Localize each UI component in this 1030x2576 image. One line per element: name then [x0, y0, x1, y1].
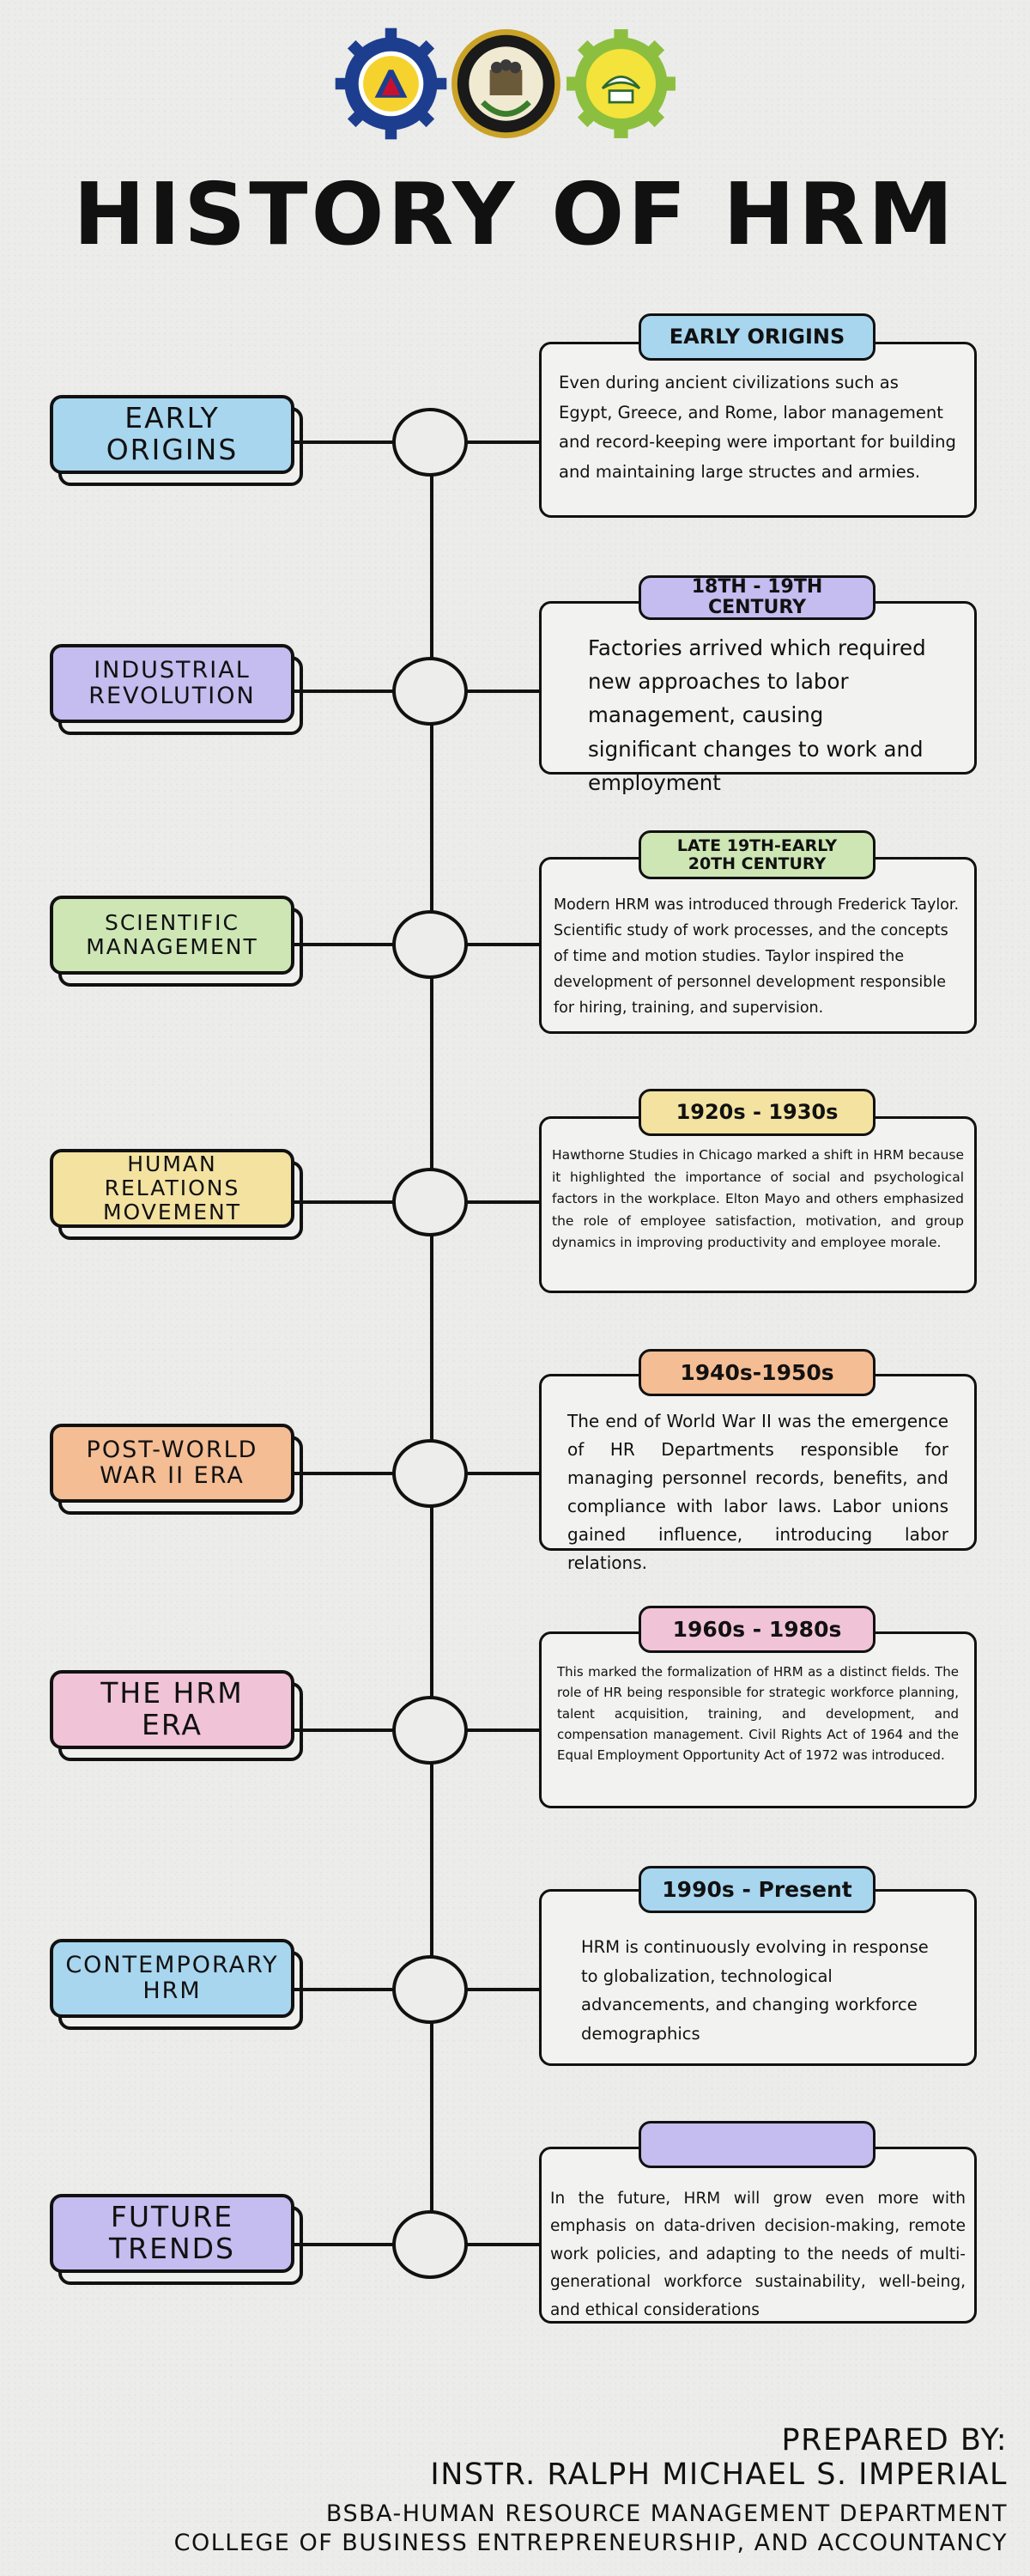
era-label-box: INDUSTRIAL REVOLUTION	[50, 644, 303, 735]
connector-line	[294, 1472, 394, 1475]
connector-line	[466, 1200, 541, 1204]
description-card: Even during ancient civilizations such a…	[539, 342, 977, 518]
era-label: EARLY ORIGINS	[50, 395, 294, 474]
connector-line	[466, 440, 541, 444]
period-pill	[639, 2121, 876, 2168]
description-card: Hawthorne Studies in Chicago marked a sh…	[539, 1116, 977, 1293]
timeline-node	[392, 910, 468, 979]
period-pill: 1940s-1950s	[639, 1349, 876, 1396]
era-label: HUMAN RELATIONS MOVEMENT	[50, 1149, 294, 1228]
era-label: SCIENTIFIC MANAGEMENT	[50, 896, 294, 975]
page-title: HISTORY OF HRM	[73, 164, 957, 264]
period-pill: LATE 19TH-EARLY 20TH CENTURY	[639, 830, 876, 879]
connector-line	[294, 2243, 394, 2246]
era-label-box: EARLY ORIGINS	[50, 395, 303, 486]
connector-line	[294, 1988, 394, 1991]
era-label: CONTEMPORARY HRM	[50, 1939, 294, 2018]
era-label-box: FUTURE TRENDS	[50, 2194, 303, 2285]
description-card: HRM is continuously evolving in response…	[539, 1889, 977, 2066]
era-label: FUTURE TRENDS	[50, 2194, 294, 2273]
era-label-box: CONTEMPORARY HRM	[50, 1939, 303, 2030]
connector-line	[466, 943, 541, 946]
connector-line	[466, 1472, 541, 1475]
era-label-box: THE HRM ERA	[50, 1670, 303, 1761]
connector-line	[466, 2243, 541, 2246]
timeline-node	[392, 1955, 468, 2024]
description-card: Modern HRM was introduced through Freder…	[539, 857, 977, 1034]
connector-line	[466, 690, 541, 693]
department-gear-logo	[563, 26, 679, 142]
connector-line	[294, 1200, 394, 1204]
timeline-node	[392, 657, 468, 726]
connector-line	[466, 1728, 541, 1732]
era-label-box: SCIENTIFIC MANAGEMENT	[50, 896, 303, 987]
era-label: POST-WORLD WAR II ERA	[50, 1424, 294, 1503]
period-pill: 18TH - 19TH CENTURY	[639, 575, 876, 620]
era-label: INDUSTRIAL REVOLUTION	[50, 644, 294, 723]
college-name: COLLEGE OF BUSINESS ENTREPRENEURSHIP, AN…	[173, 2530, 1008, 2556]
department-name: BSBA-HUMAN RESOURCE MANAGEMENT DEPARTMEN…	[325, 2500, 1008, 2527]
timeline-node	[392, 1168, 468, 1236]
timeline-node	[392, 1696, 468, 1765]
period-pill: EARLY ORIGINS	[639, 313, 876, 361]
college-seal-logo	[448, 26, 564, 142]
period-pill: 1960s - 1980s	[639, 1606, 876, 1653]
logo-row	[0, 26, 1030, 142]
connector-line	[294, 943, 394, 946]
timeline-spine	[430, 445, 433, 2261]
description-card: This marked the formalization of HRM as …	[539, 1631, 977, 1808]
connector-line	[466, 1988, 541, 1991]
prepared-by-label: PREPARED BY:	[781, 2423, 1008, 2458]
description-card: In the future, HRM will grow even more w…	[539, 2147, 977, 2324]
era-label: THE HRM ERA	[50, 1670, 294, 1749]
university-seal-logo	[333, 26, 449, 142]
period-pill: 1920s - 1930s	[639, 1089, 876, 1136]
era-label-box: POST-WORLD WAR II ERA	[50, 1424, 303, 1515]
period-pill: 1990s - Present	[639, 1866, 876, 1913]
description-card: Factories arrived which required new app…	[539, 601, 977, 795]
timeline-node	[392, 2210, 468, 2279]
preparer-name: INSTR. RALPH MICHAEL S. IMPERIAL	[430, 2458, 1008, 2492]
connector-line	[294, 440, 394, 444]
timeline-node	[392, 1439, 468, 1508]
connector-line	[294, 1728, 394, 1732]
timeline-node	[392, 408, 468, 477]
description-card: The end of World War II was the emergenc…	[539, 1374, 977, 1573]
era-label-box: HUMAN RELATIONS MOVEMENT	[50, 1149, 303, 1240]
connector-line	[294, 690, 394, 693]
